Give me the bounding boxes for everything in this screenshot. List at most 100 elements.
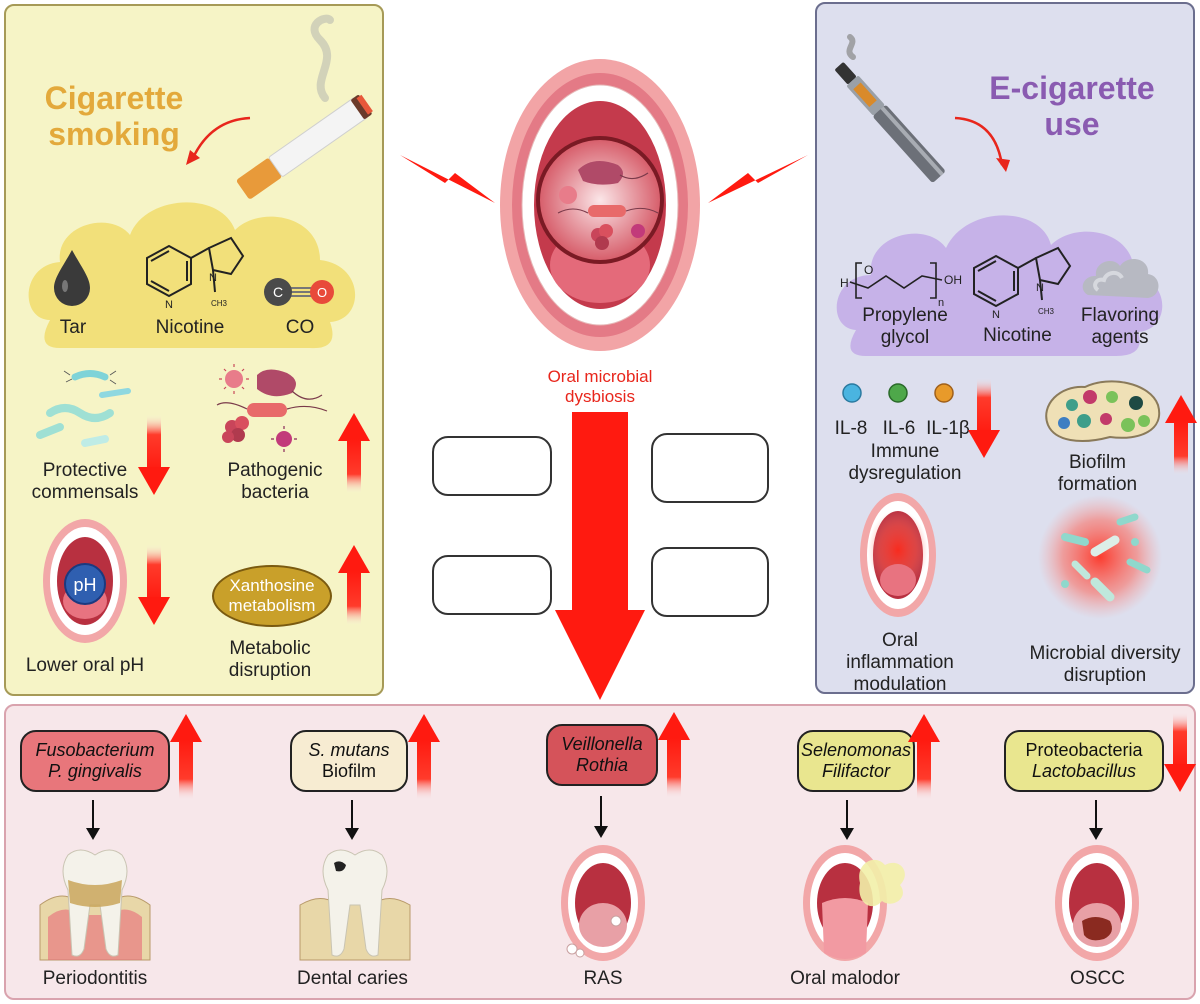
taxon-label: Veillonella: [561, 734, 643, 754]
down-arrow-icon: [1089, 800, 1103, 840]
il8-dot: [842, 383, 862, 403]
nicotine-label: Nicotine: [155, 317, 225, 338]
interleukin-dots: [842, 383, 954, 403]
up-arrow-icon: [338, 545, 370, 625]
pg-n-subscript: n: [938, 297, 944, 309]
pathogenic-bacteria-label: Pathogenic bacteria: [227, 460, 323, 503]
immune-dysfunction-box: Immune dysfunction: [432, 436, 552, 496]
biofilm-icon: [1045, 380, 1161, 442]
propylene-glycol-label: Propylene glycol: [862, 305, 948, 348]
cigarette-title: Cigarette smoking: [44, 80, 184, 152]
down-arrow-icon: [840, 800, 854, 840]
ecigarette-icon: [835, 34, 945, 183]
up-arrow-icon: [408, 714, 440, 800]
commensal-bacteria-icon: [36, 370, 131, 447]
ph-label: pH: [73, 575, 96, 595]
il1b-dot: [934, 383, 954, 403]
nicotine-n-atom: N: [209, 272, 217, 284]
nicotine-n-atom: N: [1036, 282, 1044, 294]
propylene-glycol-structure-icon: H O n OH: [840, 262, 962, 309]
inflamed-mouth-icon: [860, 493, 936, 617]
nicotine-structure-icon: N N CH3: [973, 246, 1072, 321]
il6-label: IL-6: [882, 418, 916, 439]
microbial-diversity-disruption-label: Microbial diversity disruption: [1029, 643, 1181, 686]
altered-metabolic-pathways-box: Altered metabolic pathways: [651, 433, 769, 503]
right-pointing-arrow-icon: [708, 155, 808, 203]
lower-oral-ph-label: Lower oral pH: [25, 655, 145, 676]
ecological-imbalance-box: Ecological imbalance: [432, 555, 552, 615]
biofilm-formation-label: Biofilm formation: [1057, 452, 1138, 495]
flavoring-agents-label: Flavoring agents: [1080, 305, 1160, 348]
pg-o-atom: O: [864, 263, 873, 277]
flavoring-smoke-icon: [1082, 259, 1159, 298]
down-arrow-icon: [138, 415, 170, 495]
up-arrow-icon: [658, 712, 690, 798]
oral-inflammation-label: Oral inflammation modulation: [846, 630, 954, 695]
mouth-ph-icon: pH: [43, 519, 127, 643]
down-arrow-icon: [1164, 712, 1196, 792]
up-arrow-icon: [908, 714, 940, 800]
curved-arrow-icon: [186, 116, 251, 165]
down-arrow-icon: [594, 796, 608, 838]
oscc-taxa-pill: Proteobacteria Lactobacillus: [1004, 730, 1164, 792]
up-arrow-icon: [1165, 395, 1197, 475]
nicotine-n-atom: N: [165, 299, 173, 311]
il8-label: IL-8: [834, 418, 868, 439]
taxon-label: Lactobacillus: [1031, 761, 1137, 781]
oral-malodor-taxa-pill: Selenomonas Filifactor: [797, 730, 915, 792]
oral-malodor-mouth-icon: [803, 845, 905, 961]
up-arrow-icon: [338, 413, 370, 493]
ras-label: RAS: [583, 968, 623, 989]
dental-caries-label: Dental caries: [297, 968, 408, 989]
down-arrow-icon: [138, 545, 170, 625]
nicotine-label: Nicotine: [983, 325, 1052, 346]
nicotine-ch3-group: CH3: [211, 299, 228, 308]
curved-arrow-icon: [954, 116, 1010, 172]
il1b-label: IL-1β: [926, 418, 970, 439]
periodontitis-tooth-icon: [39, 849, 151, 961]
pg-oh-group: OH: [944, 273, 962, 287]
co-carbon-atom: C: [273, 284, 283, 300]
dental-caries-tooth-icon: [299, 849, 411, 961]
taxon-label: S. mutans: [308, 740, 390, 760]
cigarette-icon: [236, 14, 373, 199]
taxon-label: Proteobacteria: [1025, 740, 1143, 760]
pathogenic-bacteria-icon: [216, 364, 328, 452]
host-gene-expression-box: Host gene expression shift: [651, 547, 769, 617]
tar-label: Tar: [59, 317, 87, 338]
down-arrow-icon: [345, 800, 359, 840]
ecigarette-title: E-cigarette use: [989, 70, 1155, 142]
altered-metabolic-pathways-label: Altered metabolic pathways: [671, 436, 749, 499]
vapor-cloud: [836, 215, 1163, 356]
metabolic-disruption-label: Metabolic disruption: [228, 638, 312, 681]
dental-caries-taxa-pill: S. mutans Biofilm: [290, 730, 408, 792]
up-arrow-icon: [170, 714, 202, 800]
ras-taxa-pill: Veillonella Rothia: [546, 724, 658, 786]
left-pointing-arrow-icon: [400, 155, 495, 203]
taxon-label: Filifactor: [821, 761, 890, 781]
co-molecule-icon: C O: [264, 278, 334, 306]
down-arrow-icon: [968, 378, 1000, 458]
nicotine-ch3-group: CH3: [1038, 307, 1055, 316]
il6-dot: [888, 383, 908, 403]
microbial-diversity-icon: [1038, 495, 1162, 619]
tar-droplet-icon: [54, 250, 90, 306]
protective-commensals-label: Protective commensals: [31, 460, 139, 503]
taxon-label: Selenomonas: [800, 740, 912, 760]
co-oxygen-atom: O: [317, 285, 327, 300]
periodontitis-label: Periodontitis: [42, 968, 148, 989]
taxon-label: Biofilm: [321, 761, 376, 781]
xanthosine-label: Xanthosine metabolism: [228, 576, 316, 615]
down-arrow-icon: [86, 800, 100, 840]
nicotine-structure-icon: N N CH3: [146, 236, 245, 311]
ras-mouth-icon: [561, 845, 645, 961]
big-down-arrow-icon: [555, 412, 645, 700]
taxon-label: Fusobacterium: [35, 740, 155, 760]
oral-malodor-label: Oral malodor: [790, 968, 900, 989]
co-label: CO: [285, 317, 315, 338]
open-mouth-illustration: [500, 59, 700, 351]
periodontitis-taxa-pill: Fusobacterium P. gingivalis: [20, 730, 170, 792]
taxon-label: Rothia: [575, 755, 629, 775]
taxon-label: P. gingivalis: [48, 761, 142, 781]
pg-h-atom: H: [840, 276, 849, 290]
